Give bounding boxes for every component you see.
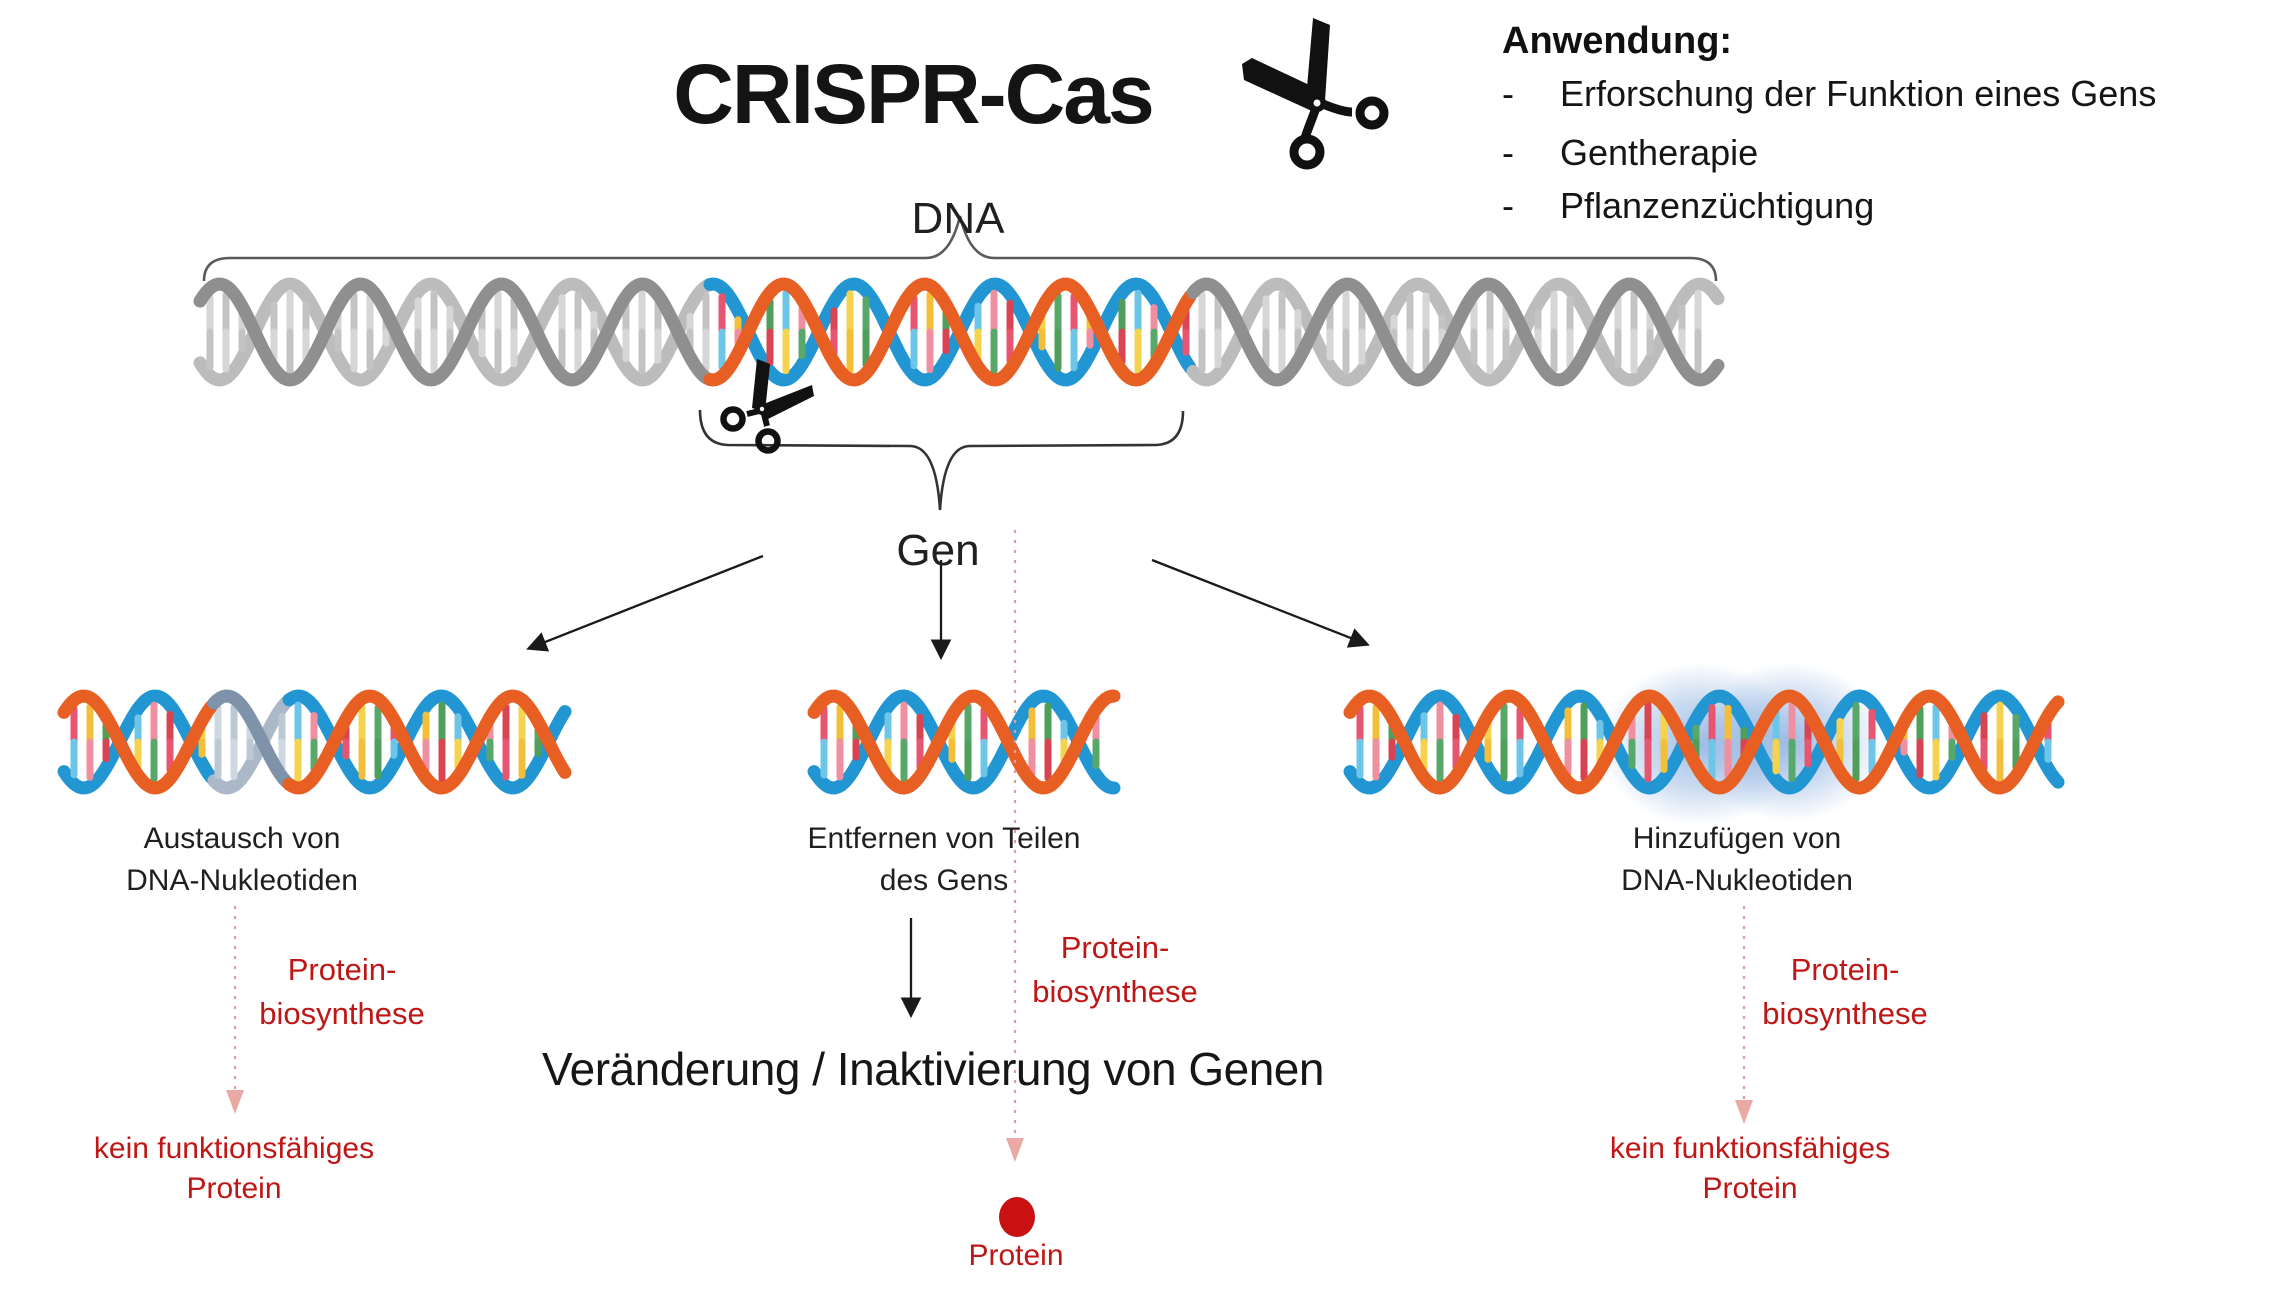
anwendung-item-label: Gentherapie <box>1560 132 1759 173</box>
biosynthese-arrowheads <box>226 1090 1753 1162</box>
anwendung-item: - Gentherapie <box>1502 132 1758 174</box>
dna-brace <box>202 215 1718 282</box>
anwendung-item-label: Pflanzenzüchtigung <box>1560 185 1875 226</box>
protein-biosynthese-label-right: Protein- biosynthese <box>1762 952 1928 1031</box>
bullet-dash: - <box>1502 132 1514 173</box>
arrow-to-hinzufuegen <box>1151 558 1370 648</box>
biosynthese-arrows <box>233 530 1746 1138</box>
protein-label: Protein <box>968 1239 1064 1272</box>
protein-biosynthese-label-middle: Protein- biosynthese <box>1032 930 1198 1009</box>
anwendung-item-label: Erforschung der Funktion eines Gens <box>1560 73 2157 114</box>
gen-brace <box>698 409 1185 511</box>
kein-protein-label-right: kein funktionsfähiges Protein <box>1609 1132 1891 1205</box>
dna-helix-entfernen <box>807 689 1121 795</box>
dna-helix-austausch <box>57 689 572 795</box>
scissors-cut-icon <box>720 359 814 454</box>
entfernen-label: Entfernen von Teilen des Gens <box>807 822 1081 897</box>
page-title: CRISPR-Cas <box>673 47 1154 141</box>
anwendung-heading: Anwendung: <box>1502 20 1733 62</box>
gen-label: Gen <box>896 526 980 575</box>
kein-protein-label-left: kein funktionsfähiges Protein <box>93 1132 375 1205</box>
dna-label: DNA <box>911 194 1005 243</box>
dna-helix-hinzufuegen <box>1343 689 2065 795</box>
bullet-dash: - <box>1502 185 1514 226</box>
veraenderung-label: Veränderung / Inaktivierung von Genen <box>542 1043 1324 1095</box>
anwendung-item: - Erforschung der Funktion eines Gens <box>1502 73 2156 115</box>
anwendung-item: - Pflanzenzüchtigung <box>1502 185 1874 227</box>
scissors-icon <box>1242 18 1389 170</box>
bullet-dash: - <box>1502 73 1514 114</box>
dna-helix-main <box>193 277 1725 387</box>
austausch-label: Austausch von DNA-Nukleotiden <box>126 822 358 897</box>
arrow-to-austausch <box>526 554 764 652</box>
protein-biosynthese-label-left: Protein- biosynthese <box>259 952 425 1031</box>
protein-dot <box>999 1197 1035 1237</box>
hinzufuegen-label: Hinzufügen von DNA-Nukleotiden <box>1621 822 1853 897</box>
branch-arrows <box>526 554 1370 1019</box>
